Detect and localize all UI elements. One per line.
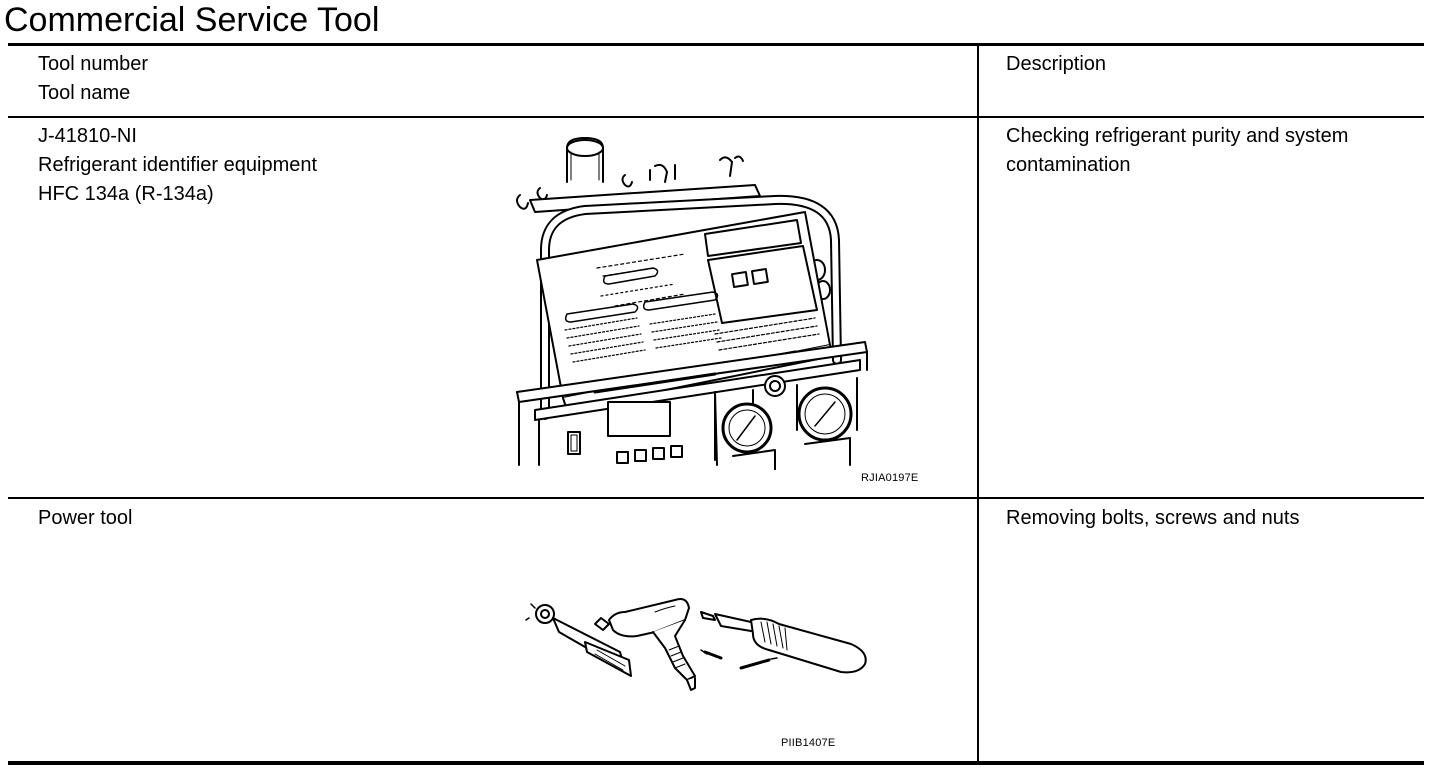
header-tool-number: Tool number <box>38 53 149 75</box>
row2-description-cell: Removing bolts, screws and nuts <box>1006 504 1299 533</box>
row1-tool-number: J-41810-NI <box>38 125 137 147</box>
impact-wrench-icon <box>594 598 696 691</box>
column-divider <box>977 45 979 762</box>
row1-description-cell: Checking refrigerant purity and system c… <box>1006 122 1348 180</box>
header-description-cell: Description <box>1006 50 1106 79</box>
page-title: Commercial Service Tool <box>4 1 380 39</box>
row1-tool-cell: J-41810-NI Refrigerant identifier equipm… <box>38 122 317 209</box>
figure-code-2: PIIB1407E <box>781 737 836 749</box>
row2-tool-name: Power tool <box>38 507 133 529</box>
header-description: Description <box>1006 53 1107 75</box>
figure-code-1: RJIA0197E <box>861 472 919 484</box>
power-tools-illustration <box>525 598 867 691</box>
header-tool-cell: Tool number Tool name <box>38 50 148 108</box>
row2-description: Removing bolts, screws and nuts <box>1006 507 1300 529</box>
header-bottom-rule <box>8 116 1424 118</box>
row1-bottom-rule <box>8 497 1424 499</box>
air-ratchet-icon <box>525 603 632 677</box>
row1-description-line2: contamination <box>1006 154 1131 176</box>
header-tool-name: Tool name <box>38 82 131 104</box>
table-top-rule <box>8 43 1424 46</box>
refrigerant-identifier-illustration <box>516 137 868 470</box>
row2-tool-cell: Power tool <box>38 504 133 533</box>
row1-tool-name-line1: Refrigerant identifier equipment <box>38 154 318 176</box>
row1-tool-name-line2: HFC 134a (R-134a) <box>38 183 214 205</box>
table-bottom-rule <box>8 761 1424 765</box>
screwdriver-icon <box>700 611 867 674</box>
row1-description-line1: Checking refrigerant purity and system <box>1006 125 1349 147</box>
bits-icon <box>700 649 778 670</box>
